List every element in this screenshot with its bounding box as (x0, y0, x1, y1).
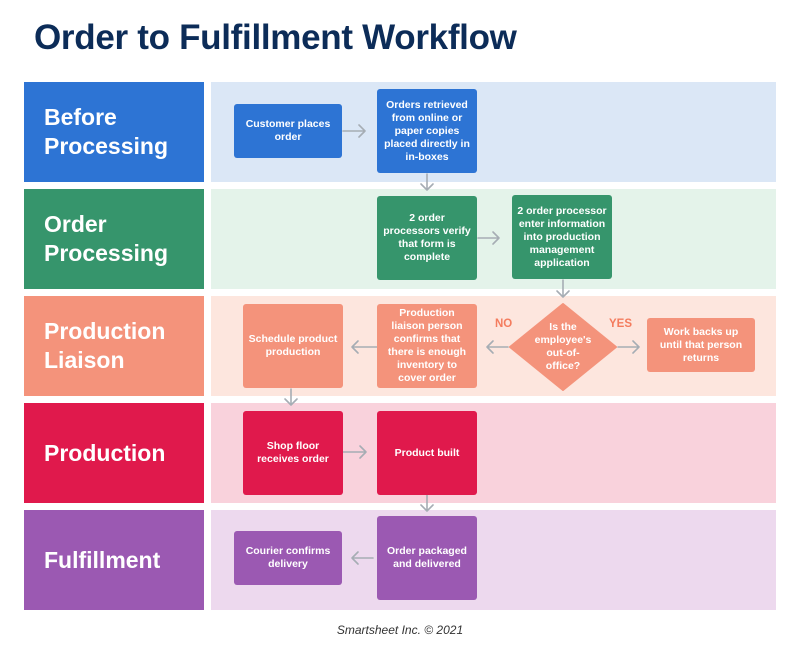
arrow-packaged-to-courier (351, 551, 374, 565)
footer-credit: Smartsheet Inc. © 2021 (336, 623, 464, 637)
lane-label-text: Production Liaison (44, 318, 166, 373)
lane-label-order-processing: Order Processing (24, 189, 204, 289)
step-schedule-production: Schedule product production (243, 304, 343, 388)
lane-label-production: Production (24, 403, 204, 503)
step-shop-floor-receives-order: Shop floor receives order (243, 411, 343, 495)
arrow-enter-to-decision (556, 279, 570, 298)
step-courier-confirms-delivery: Courier confirms delivery (234, 531, 342, 585)
lane-label-before-processing: Before Processing (24, 82, 204, 182)
step-text: Product built (394, 446, 460, 459)
step-enter-information: 2 order processor enter information into… (512, 195, 612, 279)
arrow-schedule-to-shop-floor (284, 388, 298, 406)
branch-label-no: NO (495, 318, 513, 330)
arrow-confirm-to-schedule (351, 340, 378, 354)
lane-background-order-processing (211, 189, 776, 289)
step-text: Shop floor receives order (257, 440, 329, 465)
lane-label-text: Production (44, 439, 166, 466)
arrow-product-built-to-packaged (420, 494, 434, 512)
decision-diamond-shape (509, 303, 617, 391)
branch-label-yes: YES (609, 318, 633, 330)
step-orders-retrieved: Orders retrieved from online or paper co… (377, 89, 477, 173)
lane-label-production-liaison: Production Liaison (24, 296, 204, 396)
step-product-built: Product built (377, 411, 477, 495)
arrow-shop-floor-to-product-built (342, 445, 367, 459)
page-title: Order to Fulfillment Workflow (34, 18, 517, 57)
step-order-packaged: Order packaged and delivered (377, 516, 477, 600)
step-text: Work backs up until that person returns (659, 325, 743, 364)
step-work-backs-up: Work backs up until that person returns (647, 318, 755, 372)
arrow-verify-to-enter (477, 231, 500, 245)
step-customer-places-order: Customer places order (234, 104, 342, 158)
arrow-customer-to-retrieved (342, 124, 366, 138)
step-text: Orders retrieved from online or paper co… (384, 98, 470, 163)
step-verify-form: 2 order processors verify that form is c… (377, 196, 477, 280)
lane-label-text: Order Processing (44, 211, 168, 266)
step-text: Production liaison person confirms that … (387, 307, 467, 384)
step-text: Order packaged and delivered (387, 545, 467, 570)
step-text: 2 order processors verify that form is c… (383, 212, 471, 263)
step-text: 2 order processor enter information into… (517, 204, 607, 269)
arrow-retrieved-to-verify (420, 173, 434, 191)
step-text: Customer places order (245, 118, 331, 143)
lane-label-text: Before Processing (44, 104, 168, 159)
decision-out-of-office: Is the employee's out-of-office? (508, 302, 618, 392)
step-text: Courier confirms delivery (245, 545, 331, 570)
decision-text: Is the employee's out-of-office? (508, 302, 618, 392)
lane-label-text: Fulfillment (44, 546, 161, 573)
step-confirm-inventory: Production liaison person confirms that … (377, 304, 477, 388)
arrow-decision-to-work-backs-up (617, 340, 640, 354)
step-text: Schedule product production (248, 333, 338, 358)
arrow-decision-to-confirm (486, 340, 509, 354)
decision-label: Is the employee's out-of-office? (534, 321, 592, 372)
lane-label-fulfillment: Fulfillment (24, 510, 204, 610)
